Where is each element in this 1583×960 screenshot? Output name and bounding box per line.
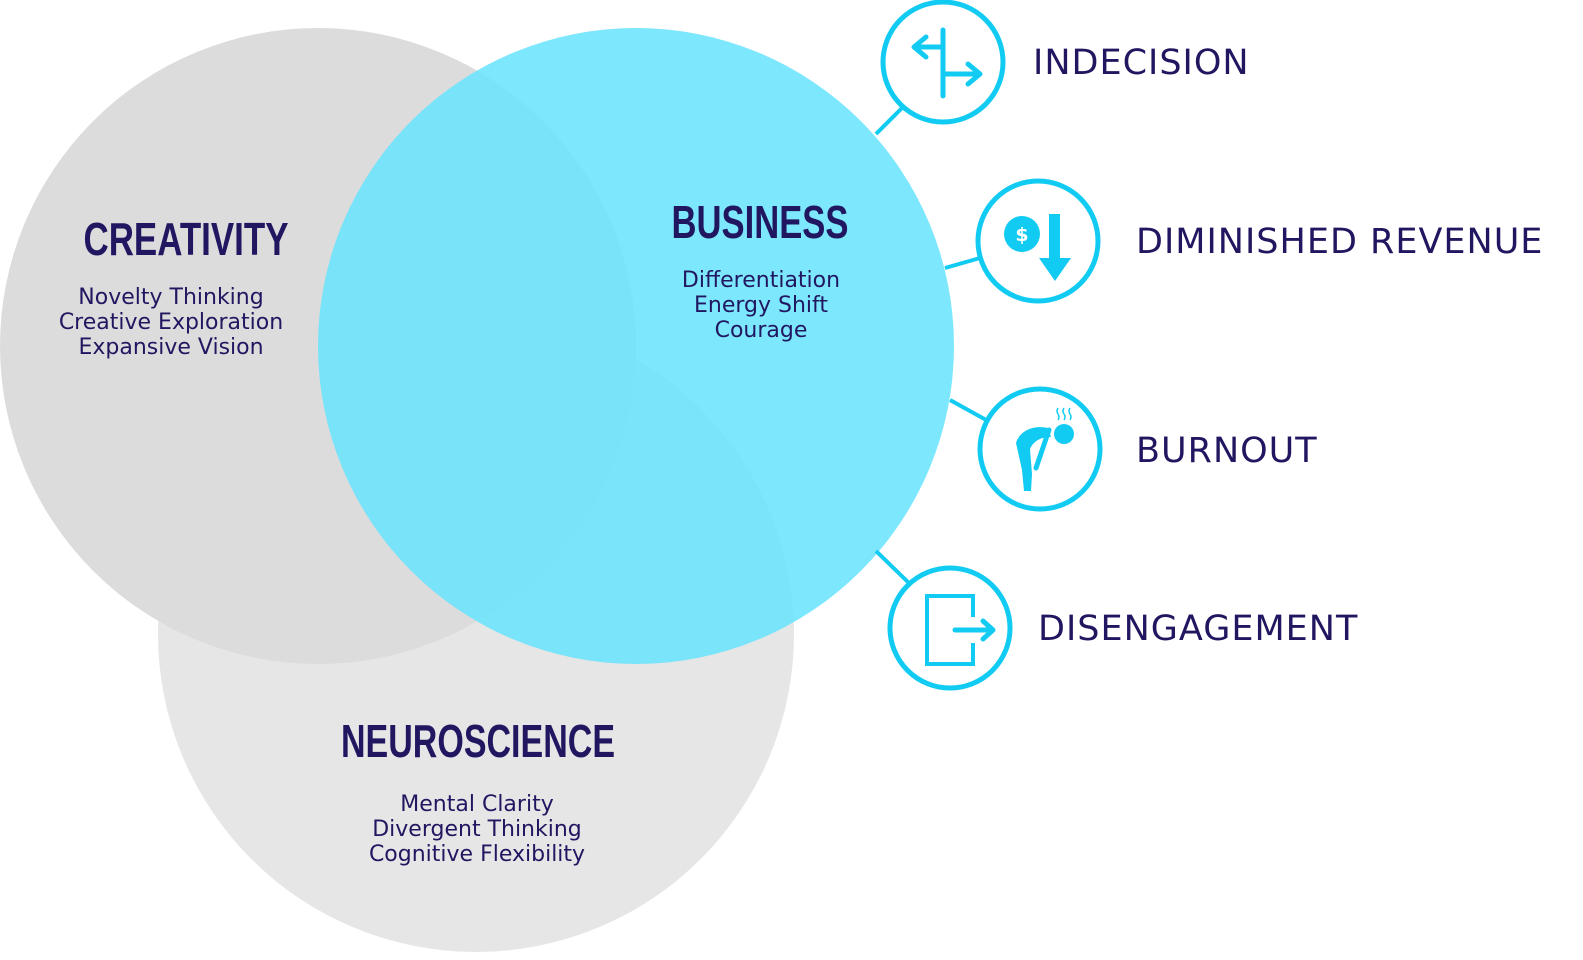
- consequence-label: INDECISION: [1033, 43, 1250, 83]
- business-title: BUSINESS: [672, 196, 849, 248]
- exhausted-person-icon: [1016, 407, 1074, 491]
- signpost-icon: [911, 27, 983, 99]
- consequence-label: DISENGAGEMENT: [1038, 609, 1358, 649]
- consequence-disengagement: DISENGAGEMENT: [887, 565, 1358, 691]
- neuroscience-item: Divergent Thinking: [372, 817, 582, 842]
- neuroscience-item: Mental Clarity: [400, 792, 553, 817]
- consequence-burnout: BURNOUT: [977, 386, 1318, 512]
- connector-line: [874, 105, 905, 136]
- connector-line: [874, 549, 912, 586]
- consequence-label: DIMINISHED REVENUE: [1136, 222, 1543, 262]
- consequence-label: BURNOUT: [1136, 431, 1318, 471]
- consequence-diminished-revenue: $ DIMINISHED REVENUE: [975, 178, 1543, 304]
- revenue-down-icon: $: [1004, 214, 1071, 281]
- creativity-title: CREATIVITY: [84, 213, 289, 265]
- consequence-indecision: INDECISION: [880, 0, 1250, 125]
- business-item: Courage: [715, 318, 808, 343]
- exit-door-icon: [925, 594, 996, 666]
- business-circle: [318, 28, 954, 664]
- creativity-item: Expansive Vision: [78, 335, 263, 360]
- neuroscience-title: NEUROSCIENCE: [341, 715, 615, 767]
- creativity-item: Creative Exploration: [59, 310, 283, 335]
- creativity-item: Novelty Thinking: [78, 285, 263, 310]
- business-item: Differentiation: [682, 268, 840, 293]
- svg-text:$: $: [1015, 224, 1028, 246]
- connector-line: [949, 398, 989, 423]
- connector-line: [944, 256, 981, 270]
- neuroscience-item: Cognitive Flexibility: [369, 842, 585, 867]
- business-item: Energy Shift: [694, 293, 828, 318]
